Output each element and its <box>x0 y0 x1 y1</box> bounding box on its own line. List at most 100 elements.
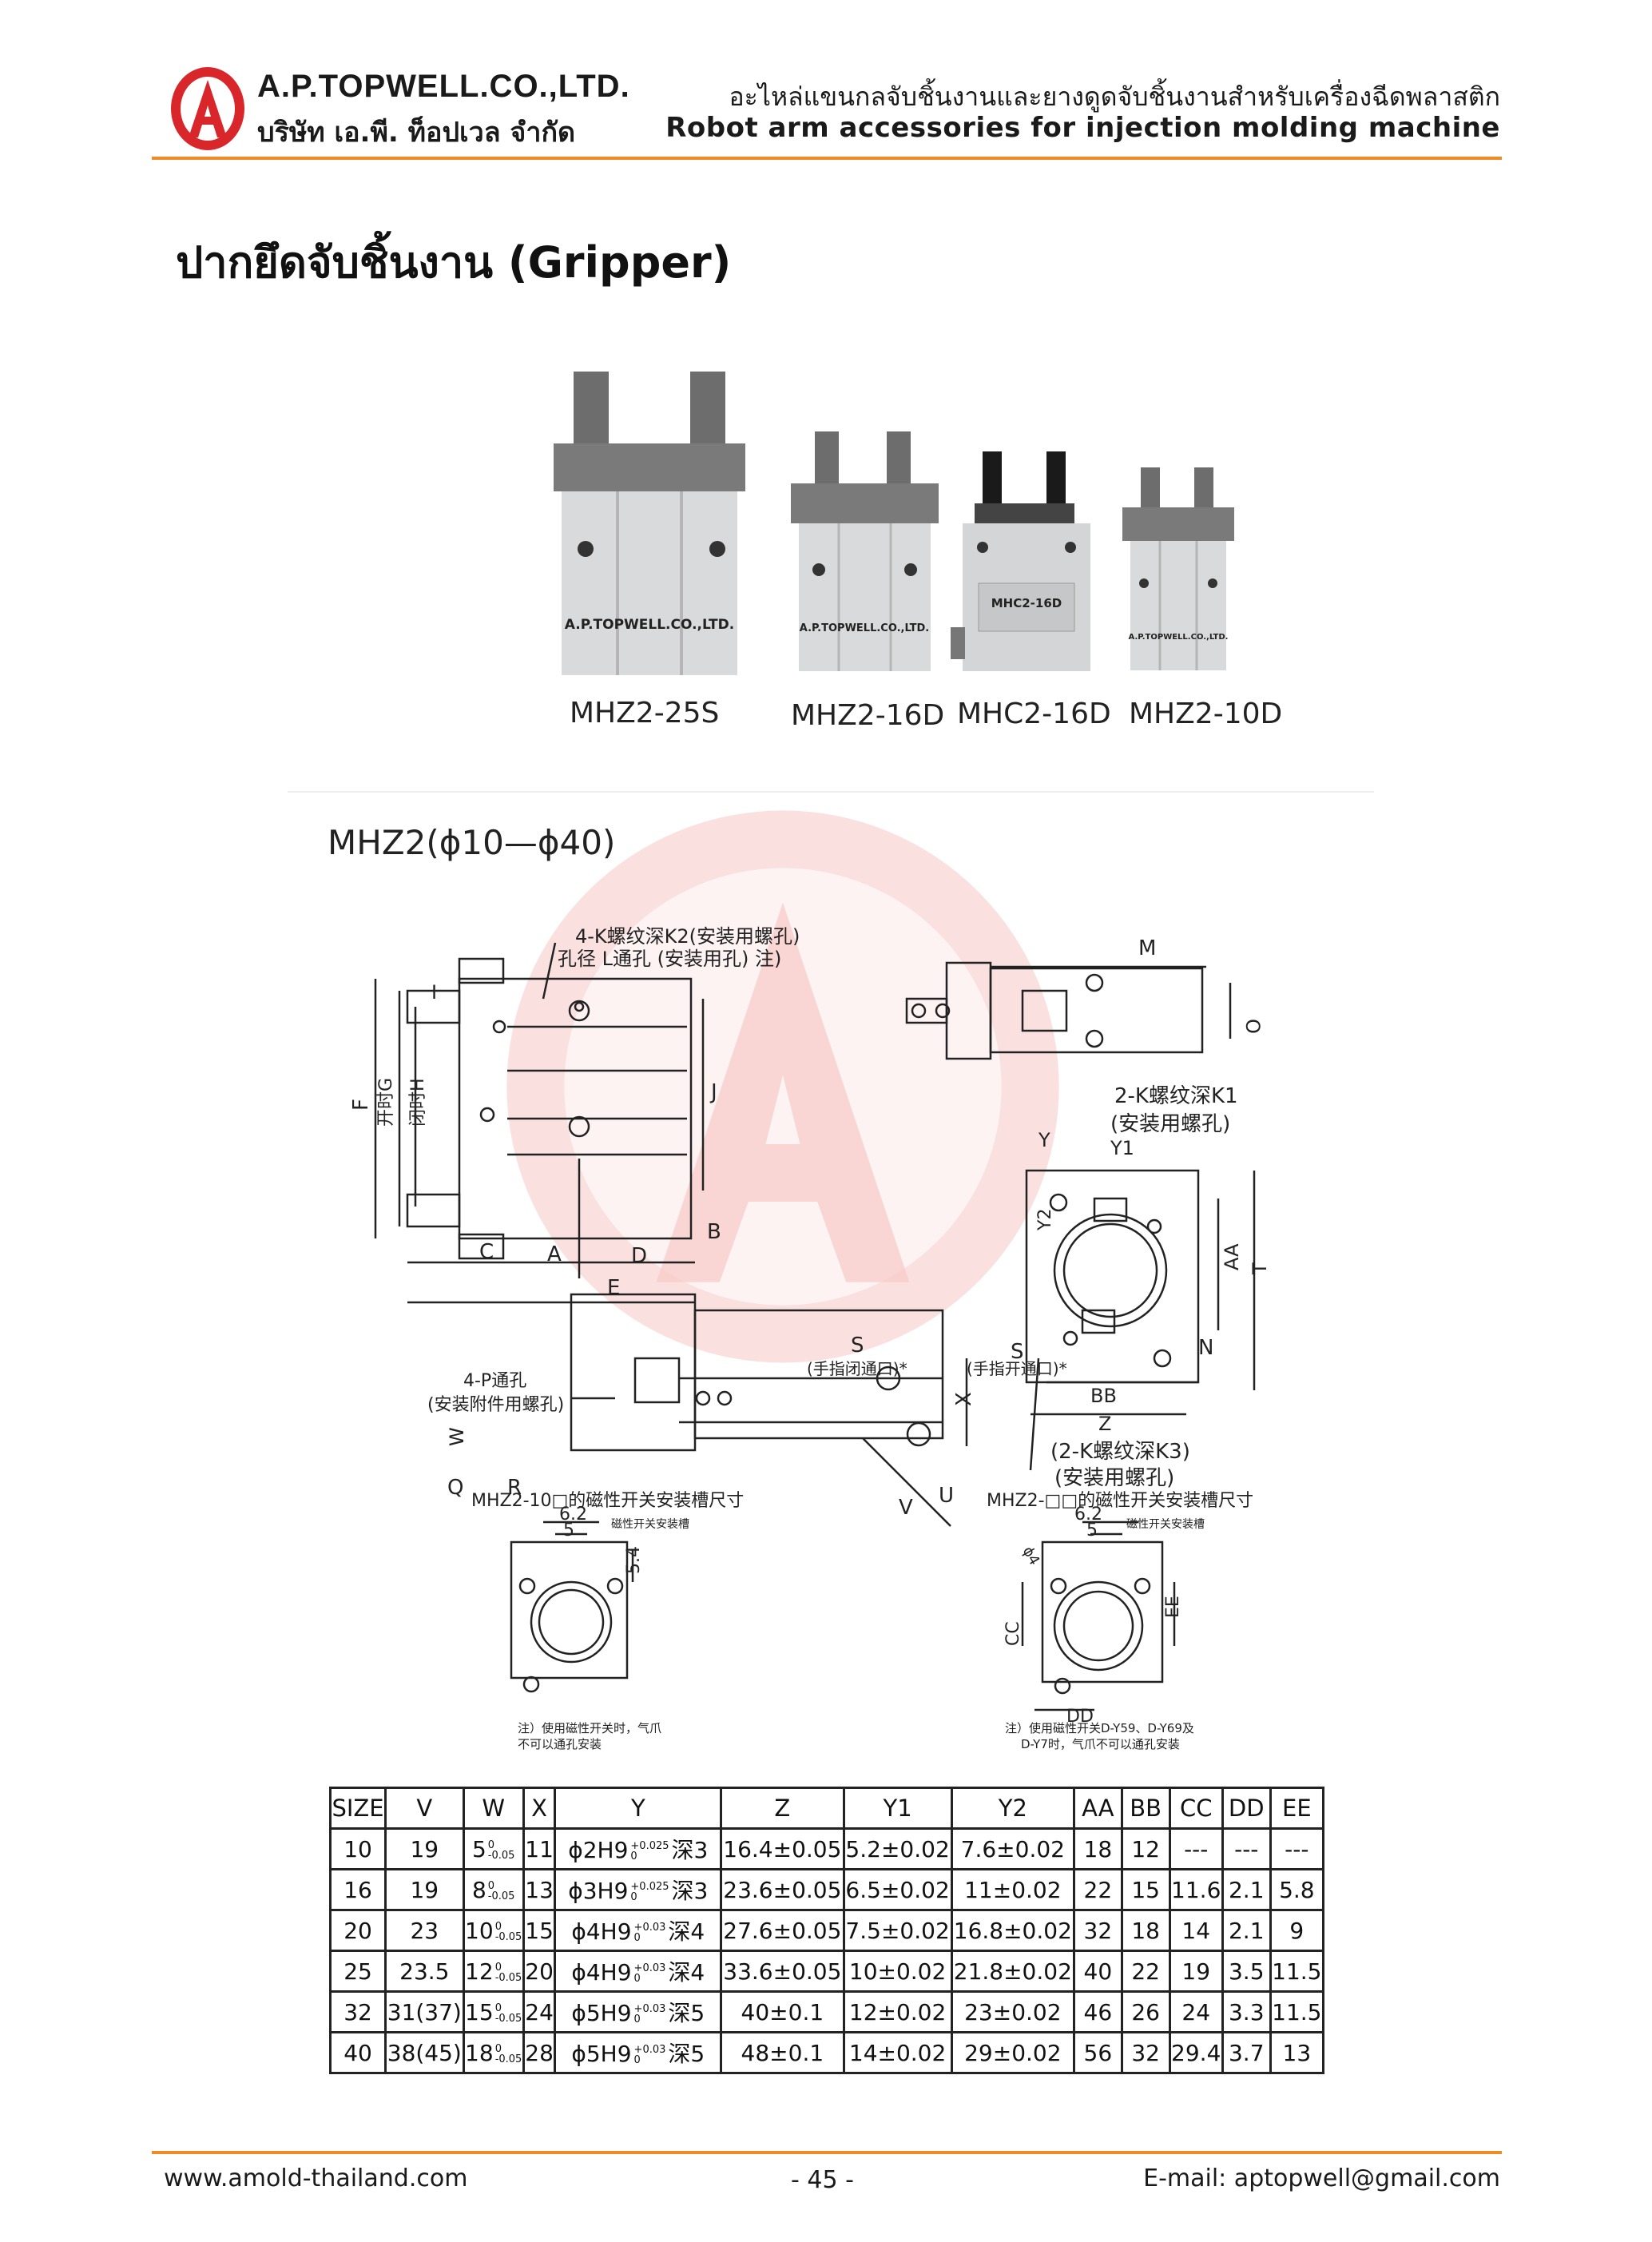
table-cell: 33.6±0.05 <box>720 1950 845 1993</box>
nameplate-text: A.P.TOPWELL.CO.,LTD. <box>800 622 929 634</box>
w-tolerance: 0-0.05 <box>495 1922 522 1942</box>
table-cell: 10 <box>328 1827 387 1870</box>
col-header: EE <box>1269 1787 1325 1830</box>
table-cell: 3.5 <box>1221 1950 1272 1993</box>
col-header: Y1 <box>842 1787 953 1830</box>
y-depth: 深5 <box>668 2000 705 2026</box>
slot-label: 磁性开关安装槽 <box>611 1518 689 1531</box>
w-tolerance: 0-0.05 <box>495 2003 522 2024</box>
w-tolerance: 0-0.05 <box>488 1881 515 1902</box>
table-cell: 23.5 <box>384 1950 465 1993</box>
dim-label: M <box>1138 936 1156 960</box>
dim-label: ϕ4 <box>1019 1544 1043 1568</box>
table-cell: 19 <box>384 1868 465 1911</box>
table-cell: 11.5 <box>1269 1990 1325 2033</box>
table-cell: 7.6±0.02 <box>950 1827 1075 1870</box>
table-cell: 15 <box>1120 1868 1171 1911</box>
col-header: Y2 <box>950 1787 1075 1830</box>
dim-note: (安装用螺孔) <box>1110 1112 1230 1136</box>
side-view <box>570 1293 968 1527</box>
tol-upper: 0 <box>494 2002 502 2014</box>
table-cell: 16.4±0.05 <box>720 1827 845 1870</box>
dim-label: 闭时H <box>408 1078 428 1127</box>
table-cell: 26 <box>1120 1990 1171 2033</box>
table-cell: 19 <box>1168 1950 1224 1993</box>
table-cell: 27.6±0.05 <box>720 1909 845 1952</box>
tagline-en: Robot arm accessories for injection mold… <box>665 112 1500 144</box>
col-header: DD <box>1221 1787 1272 1830</box>
table-cell: 12±0.02 <box>842 1990 953 2033</box>
table-cell: 13 <box>522 1868 557 1911</box>
tol-lower: 0 <box>633 1973 641 1985</box>
photo-label: MHZ2-25S <box>570 697 720 729</box>
w-tolerance: 0-0.05 <box>488 1840 515 1861</box>
table-cell: 13 <box>1269 2031 1325 2074</box>
dim-label: B <box>707 1220 721 1244</box>
table-cell: 23±0.02 <box>950 1990 1075 2033</box>
footer-website[interactable]: www.amold-thailand.com <box>164 2164 468 2192</box>
table-cell: 16 <box>328 1868 387 1911</box>
table-header-row: SIZE V W X Y Z Y1 Y2 AA BB CC DD EE <box>328 1787 1325 1830</box>
dim-label: X <box>952 1392 976 1406</box>
dim-label: Y2 <box>1035 1209 1055 1231</box>
table-cell: 23.6±0.05 <box>720 1868 845 1911</box>
photo-mhc2-16d: MHC2-16D <box>951 451 1090 671</box>
w-value: 5 <box>471 1835 486 1862</box>
y-value: ϕ5H9 <box>571 2041 632 2067</box>
table-cell: 28 <box>522 2031 557 2074</box>
tol-lower: -0.05 <box>494 2012 522 2025</box>
footer-email[interactable]: E-mail: aptopwell@gmail.com <box>1143 2164 1500 2192</box>
table-cell: 20 <box>522 1950 557 1993</box>
col-header: AA <box>1072 1787 1123 1830</box>
w-tolerance: 0-0.05 <box>495 1962 522 1983</box>
dim-label: W <box>446 1427 468 1446</box>
page-number: - 45 - <box>791 2166 854 2194</box>
slot-title: MHZ2-10□的磁性开关安装槽尺寸 <box>471 1491 744 1511</box>
dim-label: DD <box>1066 1707 1094 1727</box>
end-view <box>1025 1169 1256 1471</box>
dim-label: Z <box>1098 1413 1111 1435</box>
dim-label: Y <box>1038 1129 1050 1151</box>
tol-upper: +0.025 <box>630 1840 669 1852</box>
page-title: ปากยึดจับชิ้นงาน (Gripper) <box>176 237 732 288</box>
footer-divider <box>152 2151 1502 2154</box>
photo-label: MHZ2-10D <box>1129 698 1283 730</box>
dim-note: (手指闭通口)* <box>807 1359 907 1378</box>
slot-note: 注）使用磁性开关时，气爪 <box>518 1721 661 1735</box>
tol-lower: -0.05 <box>494 2053 522 2065</box>
dim-note: (2-K螺纹深K3) <box>1050 1440 1190 1464</box>
tol-upper: +0.03 <box>633 2044 666 2056</box>
table-cell: 22 <box>1120 1950 1171 1993</box>
table-cell: 14 <box>1168 1909 1224 1952</box>
tol-upper: 0 <box>494 2042 502 2055</box>
y-value: ϕ4H9 <box>571 1918 632 1945</box>
header-divider <box>152 157 1502 160</box>
y-depth: 深5 <box>668 2041 705 2067</box>
table-cell: 21.8±0.02 <box>950 1950 1075 1993</box>
dim-label: V <box>899 1496 913 1520</box>
front-view <box>374 942 705 1304</box>
y-depth: 深3 <box>671 1837 709 1863</box>
tagline-th: อะไหล่แขนกลจับชิ้นงานและยางดูดจับชิ้นงาน… <box>729 81 1500 112</box>
table-cell: 31(37) <box>384 1990 465 2033</box>
dim-label: N <box>1198 1336 1213 1360</box>
tol-lower: 0 <box>630 1850 637 1862</box>
dim-label: 5.4 <box>624 1546 644 1574</box>
dim-label: 开时G <box>376 1078 396 1127</box>
dim-note: (手指开通口)* <box>967 1359 1067 1378</box>
dim-label: BB <box>1090 1385 1117 1407</box>
dim-label: 6.2 <box>559 1505 587 1524</box>
table-cell: 25 <box>328 1950 387 1993</box>
company-name-th: บริษัท เอ.พี. ท็อปเวล จำกัด <box>257 117 576 149</box>
